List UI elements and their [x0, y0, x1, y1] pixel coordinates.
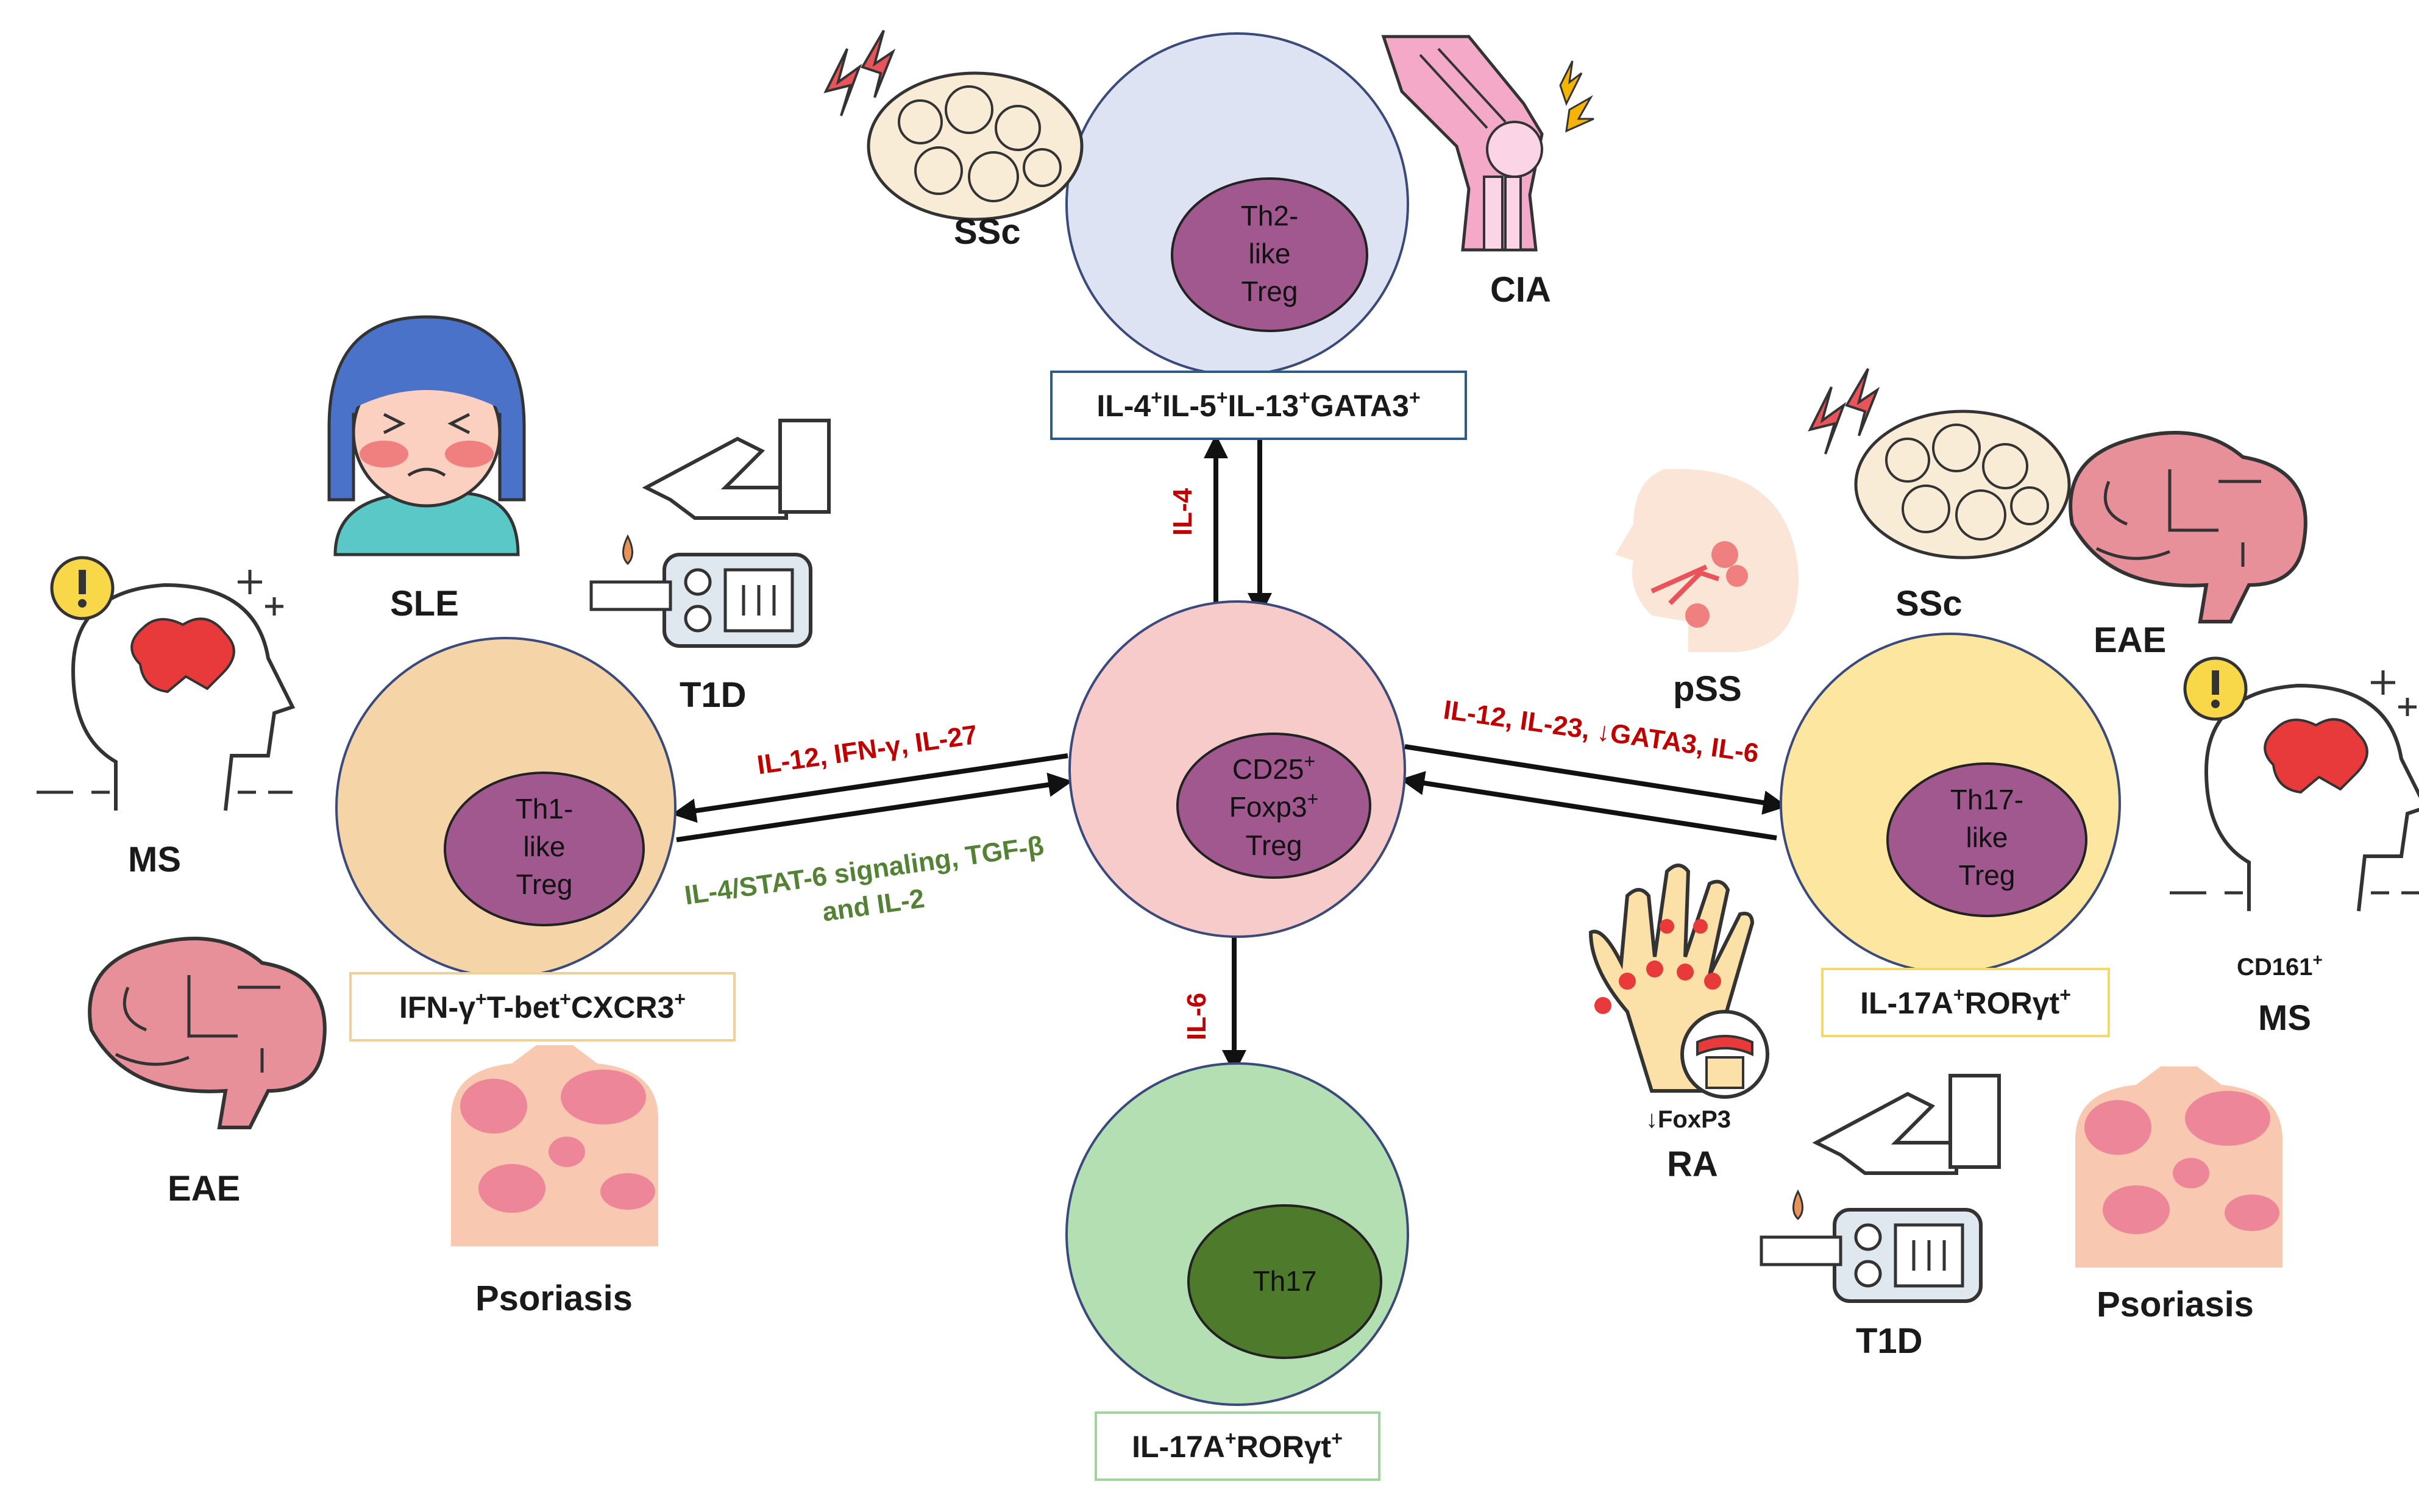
salivary-gland-head-icon	[1615, 469, 1799, 652]
svg-text:IL-17A+RORγt+: IL-17A+RORγt+	[1132, 1427, 1343, 1464]
label-right-ms: MS	[2258, 998, 2311, 1038]
head-brain-alert-icon	[37, 556, 296, 811]
finger-prick-glucometer-icon	[1760, 1074, 2001, 1303]
label-cia: CIA	[1490, 270, 1551, 310]
cell-th2-like-treg: Th2- like Treg	[1065, 32, 1409, 376]
th1-line2: like	[523, 831, 565, 862]
th2-line3: Treg	[1241, 275, 1298, 307]
knee-joint-pain-icon	[1381, 35, 1594, 252]
cytokine-to-th17: IL-6	[1182, 993, 1212, 1040]
marker-box-th1: IFN-γ+T-bet+CXCR3+	[349, 972, 736, 1042]
brain-icon	[2069, 431, 2307, 623]
label-right-psoriasis: Psoriasis	[2097, 1285, 2254, 1324]
th1-line1: Th1-	[516, 793, 574, 825]
th2-line2: like	[1248, 238, 1290, 269]
marker-box-th17treg: IL-17A+RORγt+	[1821, 968, 2110, 1037]
cytokine-from-th1-line2: and IL-2	[820, 884, 926, 928]
arrow-th17treg-to-center	[1400, 771, 1777, 840]
label-pss: pSS	[1673, 669, 1742, 709]
center-line2: Foxp3+	[1229, 788, 1319, 823]
svg-text:IL-4+IL-5+IL-13+GATA3+: IL-4+IL-5+IL-13+GATA3+	[1096, 386, 1420, 423]
cell-th17: Th17	[1065, 1062, 1409, 1406]
label-left-ms: MS	[128, 840, 181, 879]
label-right-t1d: T1D	[1856, 1321, 1923, 1361]
cytokine-to-th1: IL-12, IFN-γ, IL-27	[755, 720, 979, 780]
cytokine-to-th2: IL-4	[1168, 488, 1198, 536]
label-top-ssc: SSc	[954, 212, 1021, 252]
arrow-center-to-th17treg	[1404, 744, 1788, 815]
cell-th17-like-treg: Th17- like Treg	[1780, 633, 2121, 974]
brain-lightning-icon	[823, 29, 1084, 221]
label-left-psoriasis: Psoriasis	[475, 1279, 633, 1318]
cell-center-treg: CD25+ Foxp3+ Treg	[1068, 600, 1406, 938]
th2-line1: Th2-	[1241, 200, 1299, 232]
svg-text:IL-17A+RORγt+: IL-17A+RORγt+	[1860, 984, 2071, 1020]
center-line1: CD25+	[1232, 750, 1315, 785]
arrow-th1-to-center	[676, 772, 1073, 842]
th17treg-line3: Treg	[1959, 859, 2016, 891]
arthritis-hand-icon	[1588, 864, 1769, 1099]
label-ra-foxp3: ↓FoxP3	[1646, 1106, 1731, 1133]
cell-th1-like-treg: Th1- like Treg	[335, 637, 677, 978]
label-left-eae: EAE	[168, 1169, 240, 1209]
brain-lightning-icon	[1808, 367, 2071, 559]
sick-girl-icon	[327, 315, 526, 556]
label-cd161: CD161+	[2237, 950, 2323, 981]
th1-line3: Treg	[516, 868, 573, 900]
head-brain-alert-icon	[2170, 656, 2419, 912]
psoriasis-torso-icon	[2075, 1067, 2282, 1268]
brain-icon	[88, 937, 327, 1129]
center-line3: Treg	[1246, 829, 1302, 861]
arrows	[672, 434, 1788, 1074]
th17treg-line1: Th17-	[1950, 784, 2023, 815]
label-right-eae: EAE	[2094, 620, 2166, 660]
label-left-t1d: T1D	[680, 675, 747, 715]
th17treg-line2: like	[1966, 822, 2008, 853]
th17-line1: Th17	[1253, 1265, 1317, 1297]
finger-prick-glucometer-icon	[589, 419, 831, 648]
arrow-center-to-th1	[672, 753, 1068, 823]
label-right-ssc: SSc	[1895, 584, 1963, 623]
label-ra: RA	[1667, 1145, 1718, 1184]
marker-box-th17: IL-17A+RORγt+	[1095, 1411, 1380, 1481]
psoriasis-torso-icon	[451, 1045, 658, 1246]
marker-box-th2: IL-4+IL-5+IL-13+GATA3+	[1050, 371, 1467, 440]
label-sle: SLE	[390, 584, 459, 623]
svg-text:IFN-γ+T-bet+CXCR3+: IFN-γ+T-bet+CXCR3+	[399, 988, 686, 1024]
